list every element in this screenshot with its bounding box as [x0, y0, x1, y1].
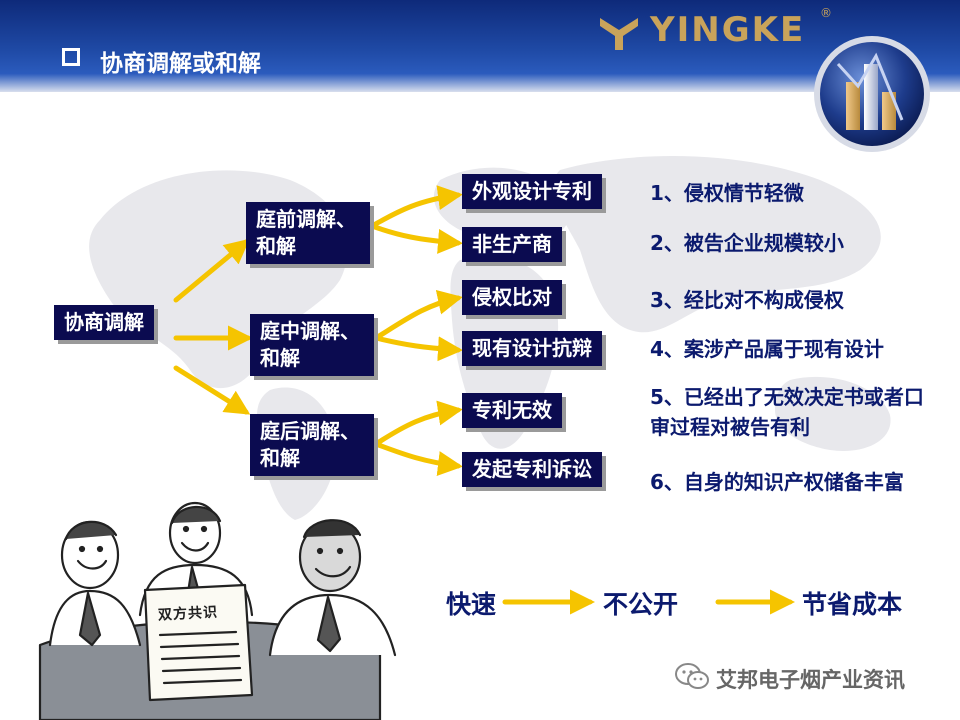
leaf-node-design-patent: 外观设计专利 [462, 174, 602, 209]
leaf-node-prior-design-defense: 现有设计抗辩 [462, 331, 602, 366]
leaf-node-label: 专利无效 [472, 398, 552, 422]
page-title-text: 协商调解或和解 [100, 51, 261, 77]
checkbox-bullet-icon [62, 48, 80, 66]
brand-mark-icon [600, 18, 638, 50]
root-node-label: 协商调解 [64, 310, 144, 334]
stage-node-post-trial: 庭后调解、和解 [250, 414, 374, 476]
bar-chart-emblem-icon [814, 36, 930, 152]
flow-item-fast: 快速 [446, 590, 497, 619]
root-node: 协商调解 [54, 305, 154, 340]
brand-registered-mark: ® [820, 6, 832, 20]
cartoon-document-label: 双方共识 [157, 604, 219, 624]
leaf-node-infringement-comparison: 侵权比对 [462, 280, 562, 315]
note-4: 4、案涉产品属于现有设计 [650, 337, 884, 361]
negotiation-cartoon-illustration [38, 501, 397, 720]
note-3: 3、经比对不构成侵权 [650, 288, 844, 312]
header-band: 协商调解或和解 [0, 0, 960, 92]
wechat-account-name: 艾邦电子烟产业资讯 [716, 668, 905, 692]
note-2: 2、被告企业规模较小 [650, 231, 844, 255]
note-5: 5、已经出了无效决定书或者口审过程对被告有利 [650, 385, 924, 439]
note-6: 6、自身的知识产权储备丰富 [650, 470, 904, 494]
flow-item-cost-saving: 节省成本 [802, 590, 903, 619]
leaf-node-file-patent-lawsuit: 发起专利诉讼 [462, 452, 602, 487]
wechat-icon [675, 663, 709, 689]
leaf-node-label: 非生产商 [472, 232, 552, 256]
leaf-node-non-manufacturer: 非生产商 [462, 227, 562, 262]
leaf-node-label: 发起专利诉讼 [472, 457, 592, 481]
stage-node-during-trial: 庭中调解、和解 [250, 314, 374, 376]
stage-node-label: 庭前调解、和解 [256, 207, 356, 258]
leaf-node-patent-invalidation: 专利无效 [462, 393, 562, 428]
brand-name: YINGKE [650, 10, 806, 50]
leaf-node-label: 外观设计专利 [472, 179, 592, 203]
stage-node-pretrial: 庭前调解、和解 [246, 202, 370, 264]
stage-node-label: 庭中调解、和解 [260, 319, 360, 370]
flow-item-private: 不公开 [603, 590, 679, 619]
note-1: 1、侵权情节轻微 [650, 181, 804, 205]
leaf-node-label: 侵权比对 [472, 285, 552, 309]
stage-node-label: 庭后调解、和解 [260, 419, 360, 470]
leaf-node-label: 现有设计抗辩 [472, 336, 592, 360]
